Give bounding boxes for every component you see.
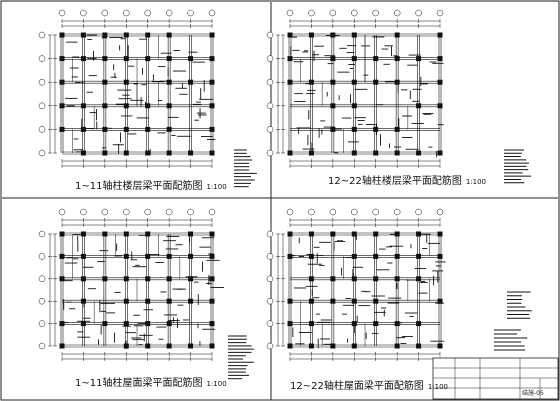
drawing-scale: 1:100 [465,178,487,186]
drawing-title: 1~11轴柱屋面梁平面配筋图 [75,378,203,389]
side-notes [228,149,532,380]
drawing-scale: 1:100 [206,183,227,191]
drawing-title: 1~11轴柱楼层梁平面配筋图 [75,181,203,192]
title-block [432,357,559,400]
sheet-number: 结施-05 [522,390,544,397]
plan-drawing-tl [38,9,216,168]
plan-drawing-bl [38,208,225,361]
drawing-title: 12~22轴柱屋面梁平面配筋图 [290,381,424,392]
plan-drawing-tr [266,9,444,168]
drawing-scale: 1:100 [427,383,449,391]
plan-drawing-br [266,208,446,361]
drawing-title: 12~22轴柱楼层梁平面配筋图 [328,176,462,187]
drawing-scale: 1:100 [206,380,227,388]
